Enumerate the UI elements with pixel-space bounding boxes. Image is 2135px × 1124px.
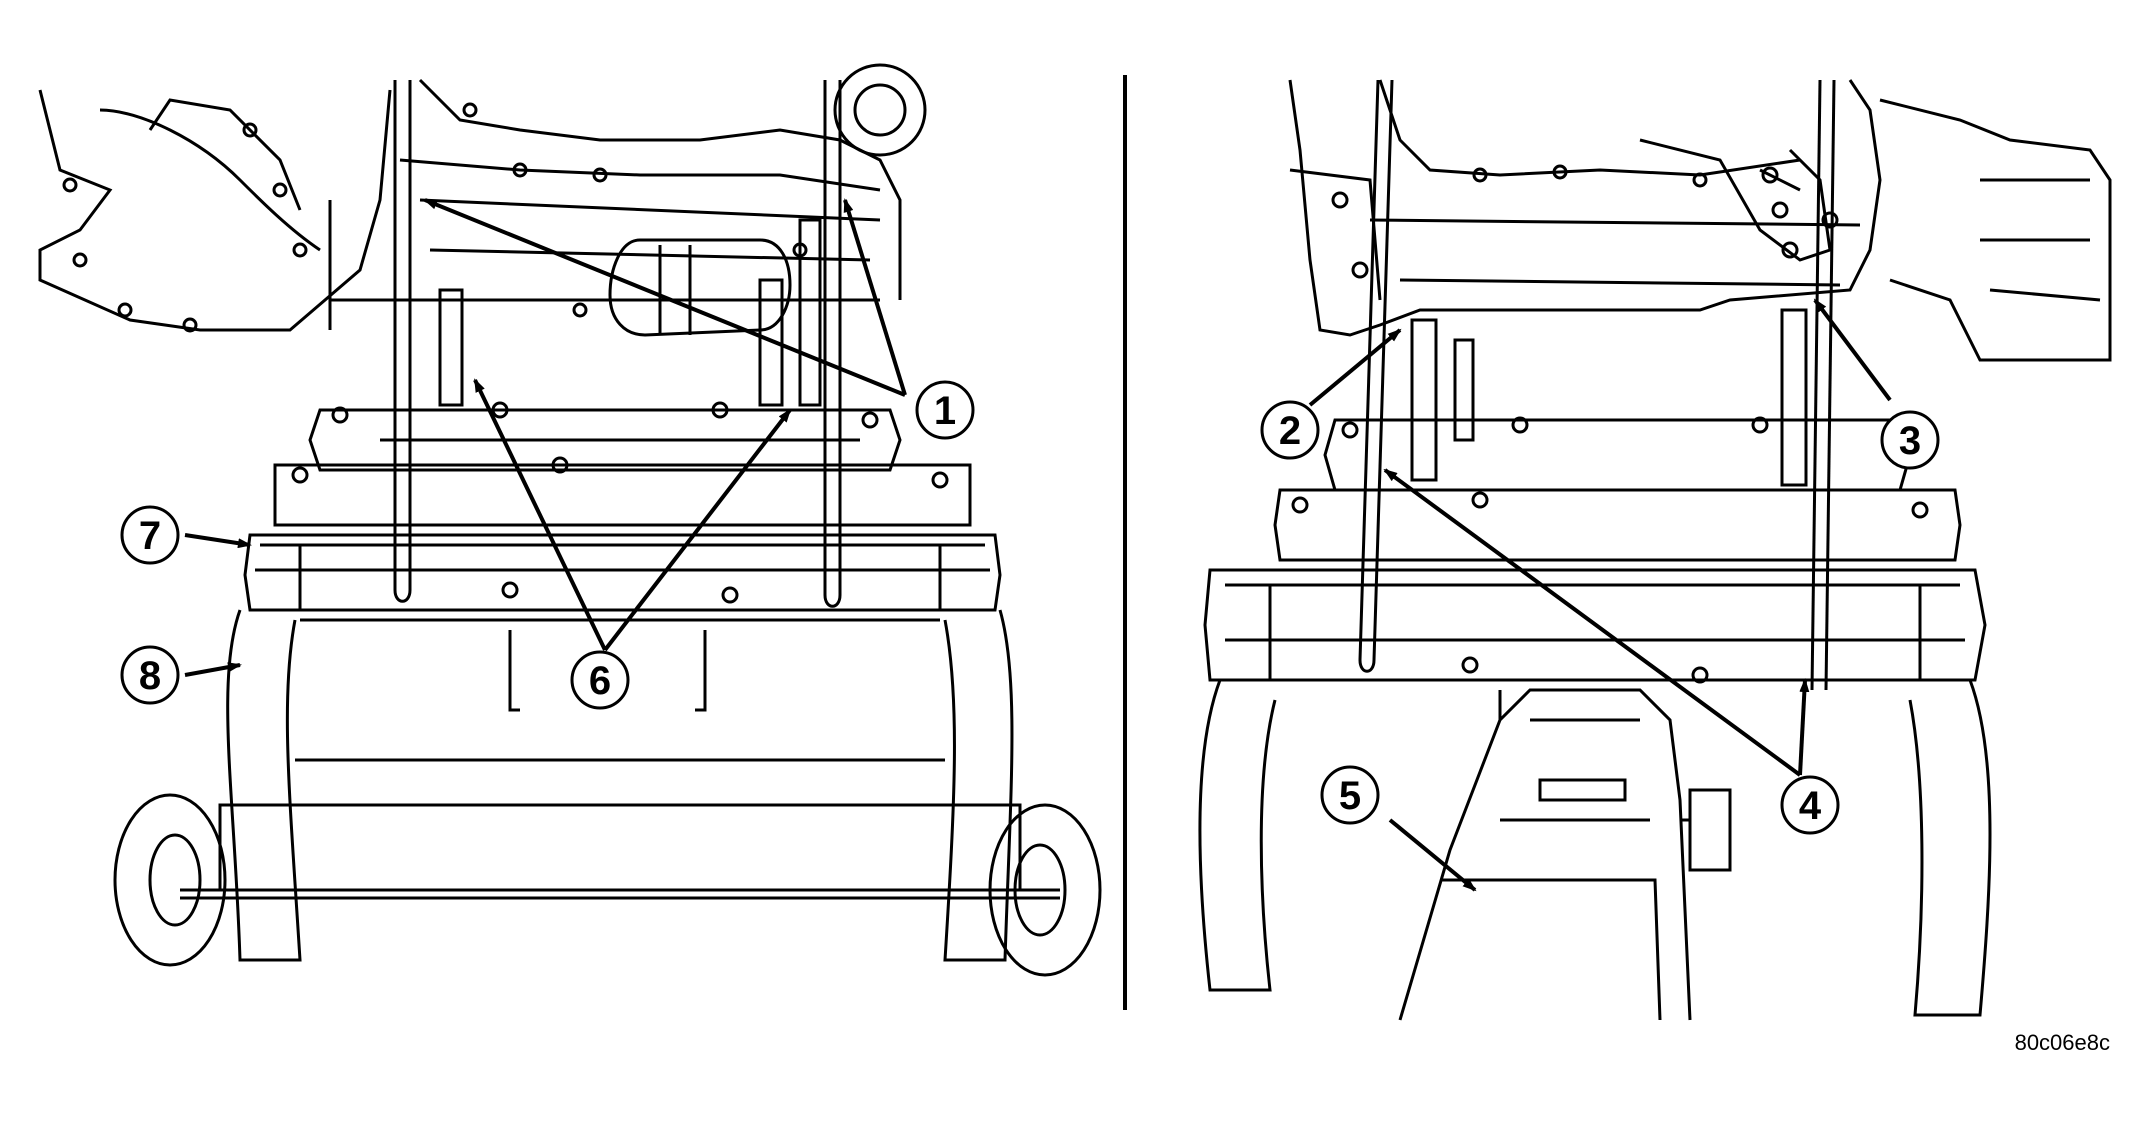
left-cradle bbox=[273, 401, 972, 527]
callout-6-label: 6 bbox=[589, 659, 611, 703]
callout-8-label: 8 bbox=[139, 654, 161, 698]
right-support-posts bbox=[1410, 308, 1808, 487]
callout-2: 2 bbox=[1260, 400, 1320, 460]
right-callout-leaders bbox=[1308, 298, 1892, 892]
callout-8: 8 bbox=[120, 645, 180, 705]
figure-id: 80c06e8c bbox=[2015, 1030, 2110, 1055]
left-panel bbox=[38, 63, 1102, 977]
callout-3: 3 bbox=[1880, 410, 1940, 470]
callout-4: 4 bbox=[1780, 775, 1840, 835]
right-panel bbox=[1198, 79, 2112, 1021]
callout-6: 6 bbox=[570, 650, 630, 710]
left-engine-block bbox=[38, 63, 927, 337]
left-support-posts bbox=[438, 218, 822, 407]
right-engine-block bbox=[1288, 79, 2112, 362]
right-fixture-frame bbox=[1203, 568, 1987, 684]
callout-1-label: 1 bbox=[934, 389, 956, 433]
callout-2-label: 2 bbox=[1279, 409, 1301, 453]
left-lifting-straps bbox=[393, 80, 842, 608]
callout-4-label: 4 bbox=[1799, 784, 1822, 828]
left-fixture-frame bbox=[243, 533, 1002, 612]
callout-5: 5 bbox=[1320, 765, 1380, 825]
left-callout-leaders bbox=[184, 198, 907, 677]
right-lifting-straps bbox=[1358, 79, 1836, 691]
callout-3-label: 3 bbox=[1899, 419, 1921, 463]
right-dolly-legs bbox=[1198, 679, 1992, 1017]
left-dolly bbox=[113, 609, 1102, 977]
callout-5-label: 5 bbox=[1339, 774, 1361, 818]
callout-7: 7 bbox=[120, 505, 180, 565]
callout-1: 1 bbox=[915, 380, 975, 440]
callout-7-label: 7 bbox=[139, 514, 161, 558]
right-floor-jack bbox=[1398, 688, 1732, 1021]
